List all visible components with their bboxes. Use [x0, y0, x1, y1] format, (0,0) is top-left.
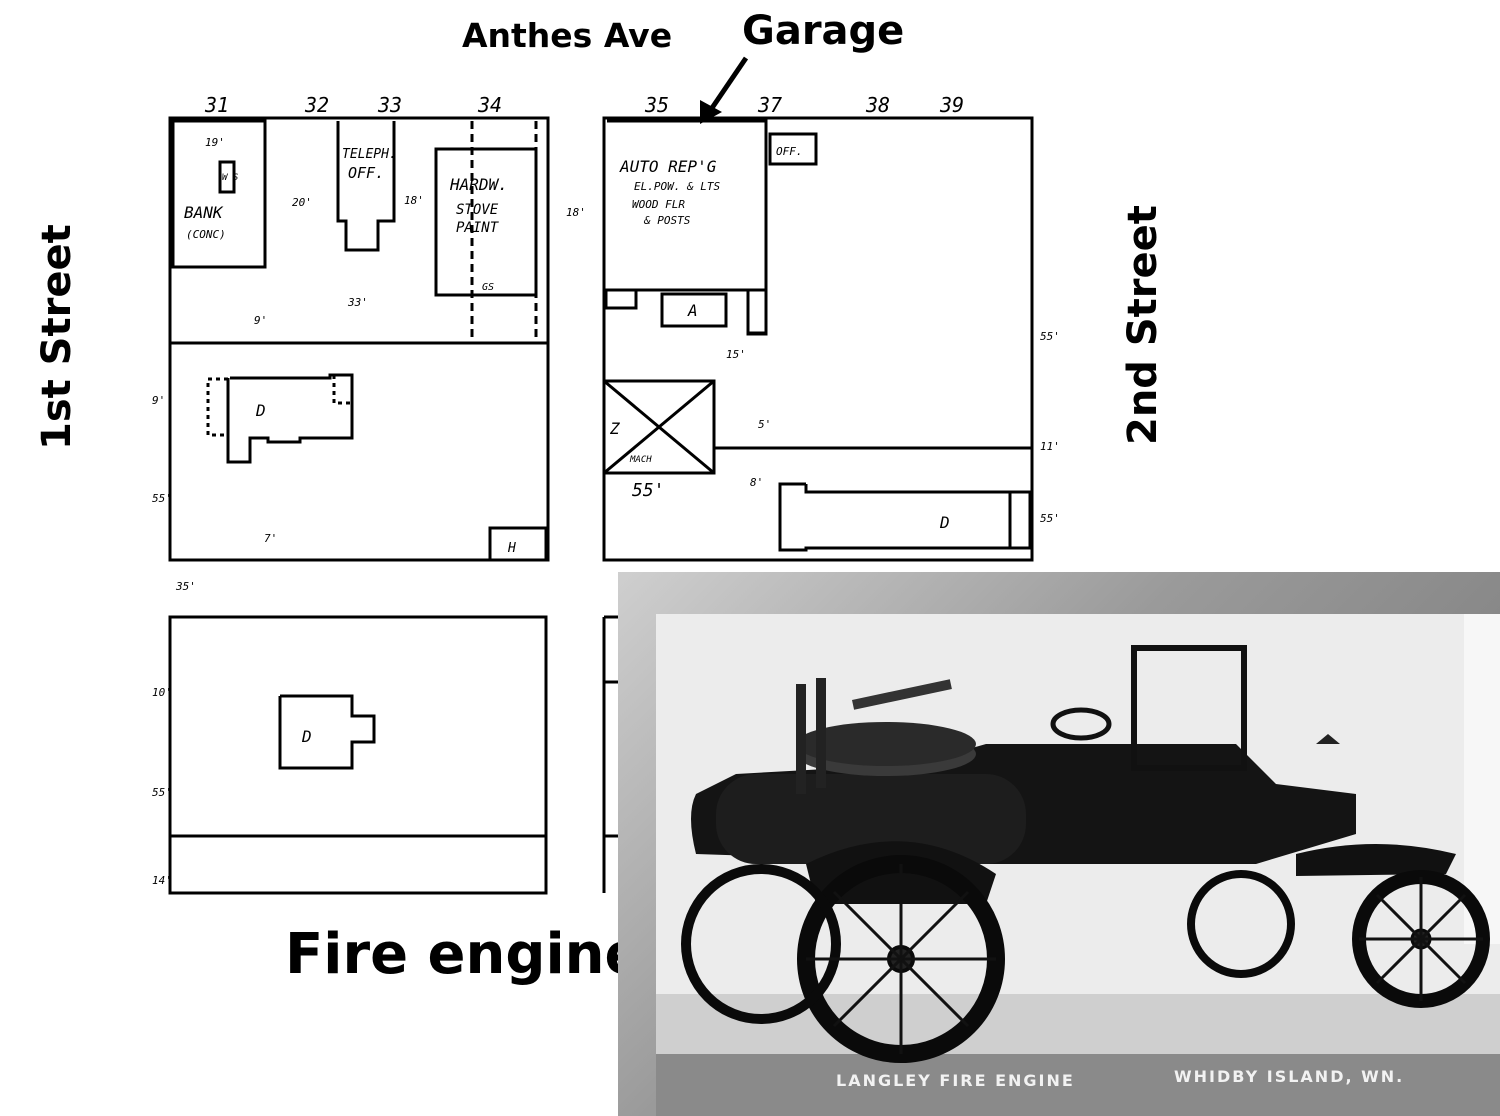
hardware-sub2: PAINT [456, 220, 500, 236]
z-label: Z [609, 419, 620, 438]
bank-building [171, 119, 267, 269]
photo-caption-left: LANGLEY FIRE ENGINE [836, 1071, 1075, 1090]
lot-37: 37 [757, 93, 782, 117]
dim-4: 18' [566, 206, 586, 219]
dim-14: 9' [152, 394, 165, 407]
dim-18: 14' [152, 874, 172, 887]
d3-label: D [301, 727, 312, 746]
off-label: OFF. [776, 145, 803, 158]
dwelling-sw [278, 694, 376, 770]
dim-10: 55' [1040, 330, 1060, 343]
fire-engine-photo: LANGLEY FIRE ENGINE WHIDBY ISLAND, WN. [656, 614, 1500, 1116]
telephone-sub: OFF. [348, 164, 384, 182]
street-label-1st: 1st Street [34, 224, 80, 450]
lot-31: 31 [204, 93, 229, 117]
dim-6: 33' [347, 296, 368, 309]
lot-38: 38 [865, 93, 890, 117]
block-sw [168, 615, 548, 895]
dim-16: 10' [152, 686, 172, 699]
dim-19: 7' [264, 532, 277, 545]
dwelling-nw [226, 373, 354, 464]
lot-33: 33 [377, 93, 402, 117]
dim-11: 55' [1040, 512, 1060, 525]
dim-13: 55' [152, 786, 172, 799]
block-ne [602, 116, 1034, 562]
street-label-anthes: Anthes Ave [462, 16, 673, 55]
gs-label: GS [482, 282, 494, 293]
dim-7: 15' [726, 348, 746, 361]
h-label: H [507, 541, 516, 556]
dim-2: 20' [292, 196, 312, 209]
dim-9: 55' [632, 480, 665, 501]
dim-5: 9' [254, 314, 267, 327]
ws-label: W S [222, 173, 239, 183]
garage-building [607, 119, 768, 335]
lot-34: 34 [477, 93, 502, 117]
d2-label: D [939, 513, 950, 532]
dwelling-ne [778, 482, 1032, 552]
mach-label: MACH [629, 455, 652, 465]
auto-line1: EL.POW. & LTS [634, 180, 720, 193]
a-label: A [687, 301, 698, 320]
auto-label: AUTO REP'G [619, 157, 717, 176]
fire-engine-illustration: LANGLEY FIRE ENGINE WHIDBY ISLAND, WN. [656, 614, 1500, 1116]
machine-shop [602, 379, 716, 475]
block-nw [168, 116, 550, 562]
bank-label: BANK [184, 203, 224, 222]
dim-12: 55' [152, 492, 172, 505]
hardware-label: HARDW. [449, 175, 508, 194]
street-label-2nd: 2nd Street [1120, 205, 1166, 445]
telephone-label: TELEPH. [342, 147, 397, 162]
dim-3: 18' [404, 194, 424, 207]
shed-h [488, 526, 548, 562]
dim-20: 5' [758, 418, 771, 431]
lot-35: 35 [644, 93, 669, 117]
auto-line2: WOOD FLR [632, 198, 685, 211]
photo-caption-right: WHIDBY ISLAND, WN. [1174, 1067, 1404, 1086]
garage-arrow [700, 56, 749, 124]
dim-1: 19' [205, 136, 225, 149]
lot-32: 32 [304, 93, 329, 117]
dim-8: 8' [750, 476, 763, 489]
dim-17: 11' [1040, 440, 1060, 453]
hardware-sub1: STOVE [456, 202, 499, 218]
dim-15: 35' [175, 580, 196, 593]
lot-39: 39 [939, 93, 964, 117]
hardware-building [434, 147, 538, 297]
bank-sub: (CONC) [186, 228, 226, 241]
fire-engine-caption: Fire engine [285, 922, 643, 987]
auto-line3: & POSTS [643, 214, 691, 227]
telephone-office [336, 121, 396, 252]
d-label: D [255, 401, 266, 420]
garage-label: Garage [742, 8, 905, 54]
